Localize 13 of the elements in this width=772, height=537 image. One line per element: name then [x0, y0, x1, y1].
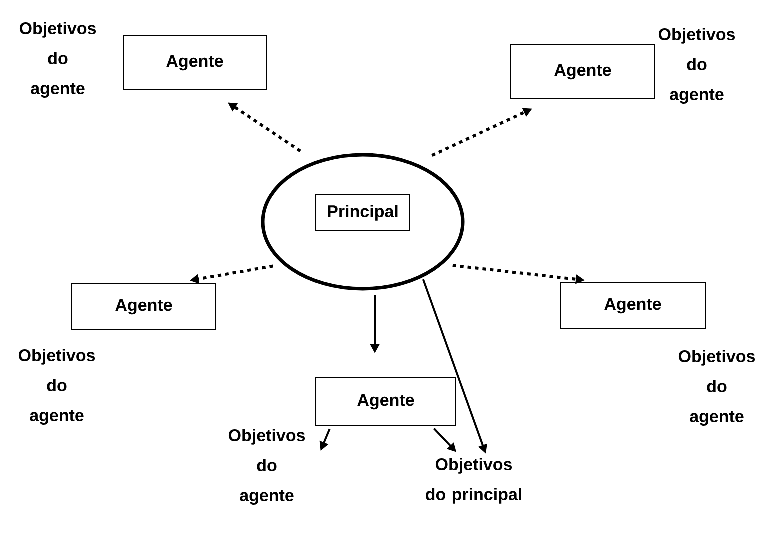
ellipse-shape — [261, 153, 465, 291]
goal-text: Objetivos do agente — [18, 349, 96, 425]
agent-box: Agente — [510, 44, 656, 100]
goal-text: Objetivos do agente — [678, 350, 756, 426]
agent-box: Agente — [123, 36, 267, 90]
principal-box: Principal — [316, 194, 410, 232]
goal-text: Objetivos do agente — [658, 28, 736, 104]
goal-text: Objetivos do principal — [426, 458, 522, 504]
agent-box: Agente — [316, 377, 456, 426]
agent-box: Agente — [72, 284, 216, 330]
goal-text: Objetivos do agente — [228, 429, 306, 505]
goal-text: Objetivos do agente — [20, 22, 96, 98]
agent-box: Agente — [560, 282, 706, 330]
